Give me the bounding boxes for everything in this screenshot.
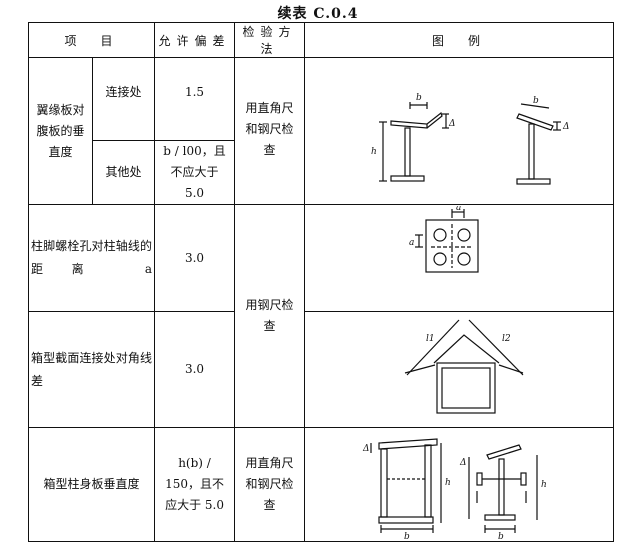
method-square-ruler: 用直角尺和钢尺检查 — [234, 57, 306, 205]
label-h-box: h — [445, 478, 451, 488]
label-a-left: a — [409, 238, 414, 248]
bolt-hole-diagram: a a — [409, 206, 479, 273]
header-method: 检验方法 — [234, 22, 306, 58]
method-square-ruler-2: 用直角尺和钢尺检查 — [234, 427, 306, 542]
label-l2: l2 — [502, 334, 511, 344]
label-h: h — [371, 147, 377, 157]
label-b-left: b — [416, 93, 422, 103]
tolerance-bolt-hole: 3.0 — [154, 204, 236, 312]
figure-flange-perpendicularity: b b h Δ Δ — [304, 57, 615, 205]
tolerance-box-plate: h(b) / 150，且不应大于 5.0 — [154, 427, 236, 542]
header-tolerance: 允许偏差 — [154, 22, 236, 58]
item-box-diagonal: 箱型截面连接处对角线差 — [27, 311, 156, 428]
method-steel-ruler: 用钢尺检查 — [234, 204, 306, 428]
item-flange-perpendicularity: 翼缘板对腹板的垂直度 — [28, 57, 93, 205]
tolerance-connection: 1.5 — [154, 57, 236, 141]
label-l1: l1 — [426, 334, 435, 344]
box-section-diagram: l1 l2 — [404, 319, 524, 414]
figure-box-diagonal: l1 l2 — [304, 311, 615, 428]
header-item: 项 目 — [27, 22, 156, 58]
label-delta-i: Δ — [459, 458, 467, 468]
label-delta-right: Δ — [562, 122, 570, 132]
item-bolt-hole-distance: 柱脚螺栓孔对柱轴线的距离 a — [27, 204, 156, 312]
figure-bolt-holes: a a — [304, 204, 615, 312]
sub-item-connection: 连接处 — [91, 57, 156, 141]
label-delta-box: Δ — [362, 444, 370, 454]
figure-box-plate: Δ h b Δ h b — [304, 427, 615, 542]
label-h-i: h — [541, 480, 547, 490]
label-delta-left: Δ — [448, 119, 456, 129]
tolerance-box-diagonal: 3.0 — [154, 311, 236, 428]
label-b-i: b — [498, 532, 504, 541]
flange-web-diagram: b b h Δ Δ — [371, 93, 570, 185]
tolerance-table: 项 目 允许偏差 检验方法 图 例 翼缘板对腹板的垂直度 连接处 1.5 用直角… — [27, 22, 615, 542]
tolerance-other: b / l00，且不应大于 5.0 — [154, 140, 236, 205]
table-title: 续表 C.0.4 — [277, 6, 359, 22]
label-a-top: a — [456, 206, 461, 213]
sub-item-other: 其他处 — [91, 140, 156, 205]
item-box-plate-perpendicularity: 箱型柱身板垂直度 — [27, 427, 156, 542]
label-b-right: b — [533, 96, 539, 106]
header-illustration: 图 例 — [304, 22, 615, 58]
box-column-diagram: Δ h b Δ h b — [362, 437, 547, 541]
label-b-box: b — [404, 532, 410, 541]
